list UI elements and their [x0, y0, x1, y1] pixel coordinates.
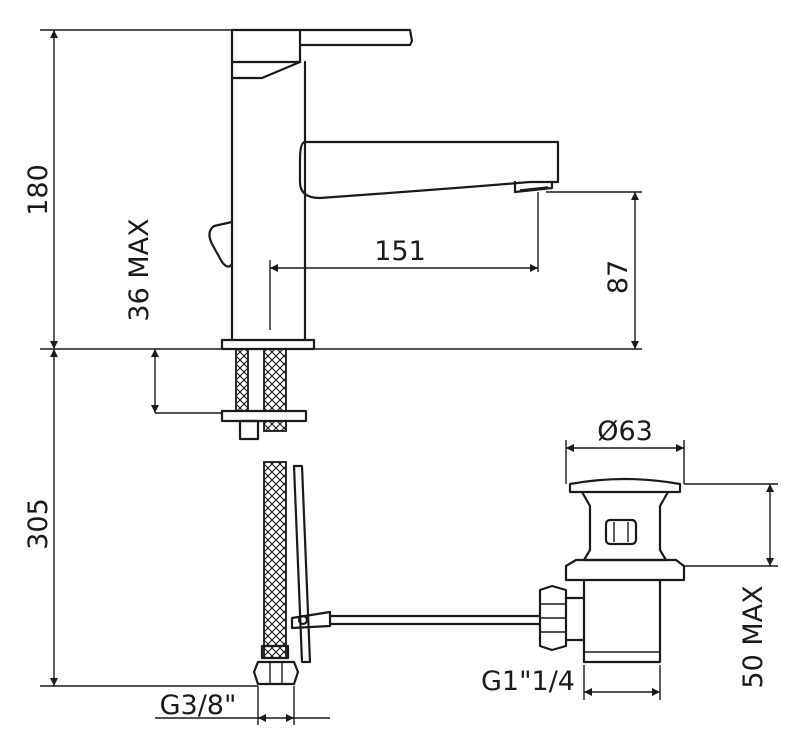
waste-plug — [568, 477, 682, 494]
label-50max: 50 MAX — [738, 585, 769, 688]
fixing-plate — [220, 409, 308, 423]
mixer-body — [208, 28, 560, 351]
hose-upper-right — [263, 348, 287, 412]
hose-long — [263, 461, 287, 659]
label-g114: G1"1/4 — [481, 666, 575, 697]
label-d63: Ø63 — [597, 416, 653, 447]
hose-end-nut — [252, 660, 300, 686]
label-151: 151 — [374, 236, 426, 267]
spout — [298, 140, 560, 200]
dimension-lines — [40, 29, 778, 725]
waste-lower-body — [582, 578, 662, 664]
linkage-nut — [538, 584, 568, 652]
label-87: 87 — [603, 260, 634, 294]
hose-upper-left — [235, 348, 249, 412]
lever-handle — [230, 28, 414, 64]
label-g38: G3/8" — [160, 690, 237, 721]
mounting-assembly — [220, 348, 312, 686]
label-180: 180 — [23, 164, 54, 216]
popup-rod — [292, 464, 312, 664]
waste-upper-body — [580, 490, 670, 562]
waste-valve — [538, 477, 686, 664]
tap-body — [230, 60, 307, 342]
dimension-labels: 180 305 36 MAX 151 87 Ø63 50 MAX G1"1/4 … — [23, 164, 769, 721]
label-305: 305 — [23, 498, 54, 550]
popup-knob — [208, 220, 234, 268]
label-36max: 36 MAX — [124, 218, 155, 321]
waste-flange — [564, 558, 686, 582]
fixing-nut — [238, 419, 260, 441]
aerator — [513, 180, 554, 194]
base-flange — [220, 338, 316, 351]
popup-linkage — [290, 610, 542, 630]
hose-ferrule — [260, 644, 290, 660]
